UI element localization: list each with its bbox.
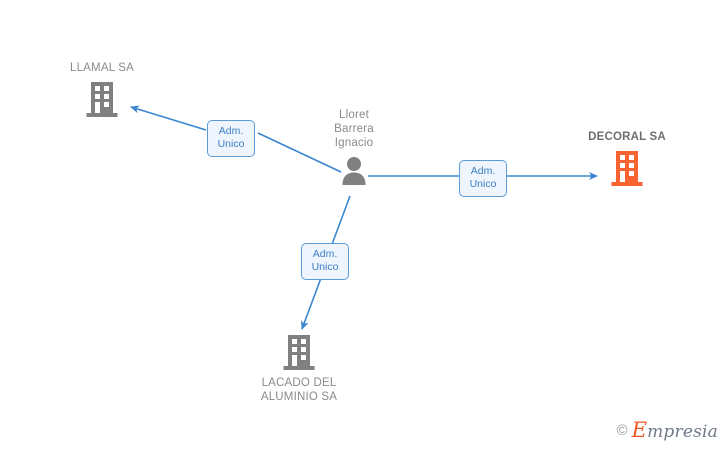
watermark-brand: Empresia [632,418,718,442]
node-label-llamal-sa: LLAMAL SA [69,62,135,74]
person-icon [342,157,366,185]
node-llamal-sa[interactable]: LLAMAL SA [22,61,182,118]
edge-label-person-llamal[interactable]: Adm. Unico [207,120,255,157]
copyright-icon: © [616,421,628,439]
building-icon [86,82,118,117]
edge-person-llamal [130,105,342,173]
building-icon [283,335,315,370]
edge-person-lacado [301,195,351,330]
watermark-brand-initial: E [631,418,648,442]
edge-label-person-decoral[interactable]: Adm. Unico [459,160,507,197]
node-label-lloret-barrera-ignacio: Lloret Barrera Ignacio [334,109,374,149]
watermark: © Empresia [617,418,718,442]
node-label-decoral-sa: DECORAL SA [588,131,666,143]
node-label-lacado-del-aluminio-sa: LACADO DEL ALUMINIO SA [260,377,338,403]
building-icon [611,151,643,186]
node-decoral-sa[interactable]: DECORAL SA [547,130,707,187]
edge-label-person-lacado[interactable]: Adm. Unico [301,243,349,280]
node-lloret-barrera-ignacio[interactable]: Lloret Barrera Ignacio [274,108,434,185]
watermark-brand-rest: mpresia [647,422,718,442]
node-lacado-del-aluminio-sa[interactable]: LACADO DEL ALUMINIO SA [219,333,379,404]
